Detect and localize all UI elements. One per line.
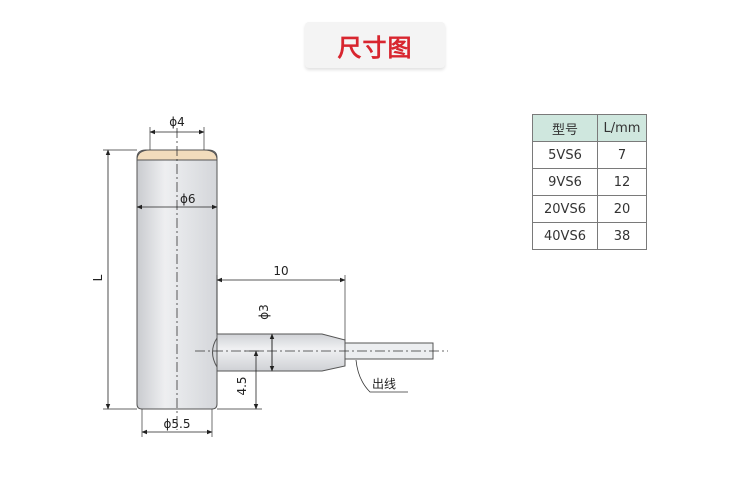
cable-leader (355, 359, 408, 393)
cell-model: 9VS6 (532, 168, 598, 196)
arm-height-label: 4.5 (235, 376, 249, 395)
spec-table: 型号 L/mm 5VS6 7 9VS6 12 20VS6 20 40VS6 38 (532, 114, 647, 250)
tip-diameter-label: ϕ4 (169, 115, 185, 129)
length-label: L (91, 274, 105, 281)
arm-diameter-label: ϕ3 (257, 304, 271, 320)
arm-end-cap (212, 337, 218, 368)
cable-label: 出线 (372, 377, 396, 391)
body-diameter-label: ϕ6 (180, 192, 196, 206)
table-header-row: 型号 L/mm (532, 114, 647, 142)
table-row: 40VS6 38 (532, 222, 647, 250)
page-title: 尺寸图 (337, 33, 413, 62)
cell-model: 40VS6 (532, 222, 598, 250)
header-length: L/mm (597, 114, 647, 142)
title-banner: 尺寸图 (305, 22, 445, 68)
sensor-arm (216, 333, 273, 372)
table-row: 9VS6 12 (532, 168, 647, 196)
arm-length-label: 10 (273, 264, 288, 278)
base-diameter-label: ϕ5.5 (164, 417, 191, 431)
cell-model: 5VS6 (532, 141, 598, 169)
cell-length: 20 (597, 195, 647, 223)
cell-length: 38 (597, 222, 647, 250)
cell-length: 12 (597, 168, 647, 196)
cell-length: 7 (597, 141, 647, 169)
table-row: 5VS6 7 (532, 141, 647, 169)
table-row: 20VS6 20 (532, 195, 647, 223)
cell-model: 20VS6 (532, 195, 598, 223)
arm-taper (271, 333, 346, 372)
header-model: 型号 (532, 114, 598, 142)
